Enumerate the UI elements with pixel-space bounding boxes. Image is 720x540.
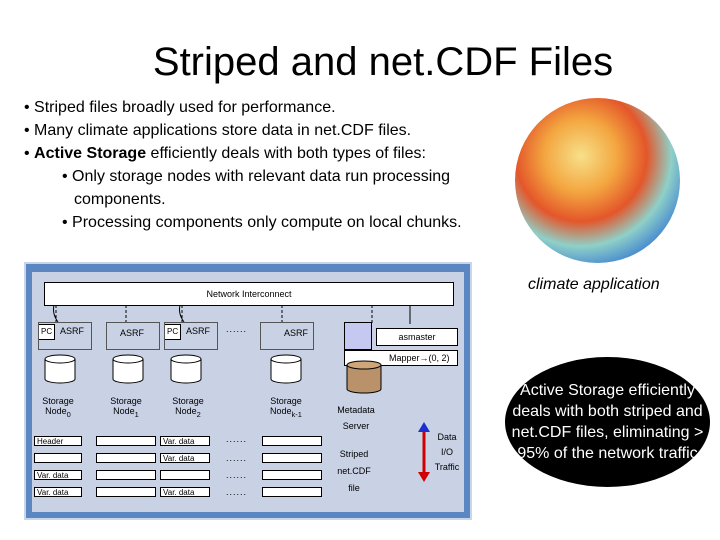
callout-text: Active Storage efficiently deals with bo… <box>511 382 704 462</box>
chunk-var-data-0b: Var. data <box>34 487 82 497</box>
bullet-marker: • <box>24 145 35 162</box>
asrf-label-k: ASRF <box>284 328 309 338</box>
chunk-empty-ka <box>262 436 322 446</box>
chunk-empty-kd <box>262 487 322 497</box>
chunk-empty-1b <box>96 453 156 463</box>
sub-bullet-storage-nodes-cont: components. <box>74 191 166 208</box>
chunk-empty-0a <box>34 453 82 463</box>
chunk-var-data-2b: Var. data <box>160 453 210 463</box>
active-storage-bold: Active Storage <box>34 145 147 162</box>
metadata-compute-box <box>344 322 372 350</box>
io-arrow-up-icon <box>418 422 430 432</box>
bullet-striped-files: • Striped files broadly used for perform… <box>24 99 336 116</box>
mapper-value: (0, 2) <box>428 353 450 363</box>
pc-node-0: PC <box>38 324 56 340</box>
asrf-label-1: ASRF <box>120 328 145 338</box>
chunk-header: Header <box>34 436 82 446</box>
architecture-diagram: Network Interconnect PC ASRF ASRF PC ASR… <box>24 262 472 520</box>
asrf-label-2: ASRF <box>186 326 211 336</box>
bullet-netcdf: • Many climate applications store data i… <box>24 122 412 139</box>
metadata-disk-icon <box>346 360 382 394</box>
compute-node-k <box>260 322 314 350</box>
bullet-list: • Striped files broadly used for perform… <box>24 96 462 234</box>
sub-bullet-local-chunks: • Processing components only compute on … <box>62 214 462 231</box>
ellipsis-row-1: ...... <box>226 434 248 444</box>
storage-disk-0-icon <box>44 354 76 384</box>
chunk-empty-kc <box>262 470 322 480</box>
io-arrow-down-icon <box>418 472 430 482</box>
diagram-connectors <box>53 304 430 482</box>
diagram-panel: Network Interconnect PC ASRF ASRF PC ASR… <box>32 272 464 512</box>
network-interconnect: Network Interconnect <box>44 282 454 306</box>
mapper-arrow-icon: → <box>419 353 429 363</box>
compute-node-1 <box>106 322 160 350</box>
compute-node-0 <box>38 322 92 350</box>
asmaster-box: asmaster <box>376 328 458 346</box>
bullet-active-storage-rest: efficiently deals with both types of fil… <box>146 145 426 162</box>
ellipsis-row-2: ...... <box>226 453 248 463</box>
storage-disk-2-icon <box>170 354 202 384</box>
ellipsis-row-3: ...... <box>226 470 248 480</box>
chunk-var-data-2d: Var. data <box>160 487 210 497</box>
mapper-label: Mapper <box>389 353 420 363</box>
chunk-empty-1a <box>96 436 156 446</box>
storage-disk-1-icon <box>112 354 144 384</box>
earth-globe-image <box>515 98 680 263</box>
callout-ellipse <box>505 357 710 487</box>
chunk-empty-1d <box>96 487 156 497</box>
chunk-var-data-0a: Var. data <box>34 470 82 480</box>
sub-bullet-storage-nodes: • Only storage nodes with relevant data … <box>62 168 451 185</box>
asrf-label-0: ASRF <box>60 326 85 336</box>
ellipsis-row-4: ...... <box>226 487 248 497</box>
chunk-empty-2c <box>160 470 210 480</box>
ellipsis-nodes: ...... <box>226 324 248 334</box>
bullet-active-storage: • Active Storage efficiently deals with … <box>24 142 462 165</box>
compute-node-2 <box>164 322 218 350</box>
chunk-var-data-2a: Var. data <box>160 436 210 446</box>
slide-title: Striped and net.CDF Files <box>152 40 614 84</box>
chunk-empty-1c <box>96 470 156 480</box>
climate-application-caption: climate application <box>528 276 660 293</box>
chunk-empty-kb <box>262 453 322 463</box>
storage-disk-k-icon <box>270 354 302 384</box>
